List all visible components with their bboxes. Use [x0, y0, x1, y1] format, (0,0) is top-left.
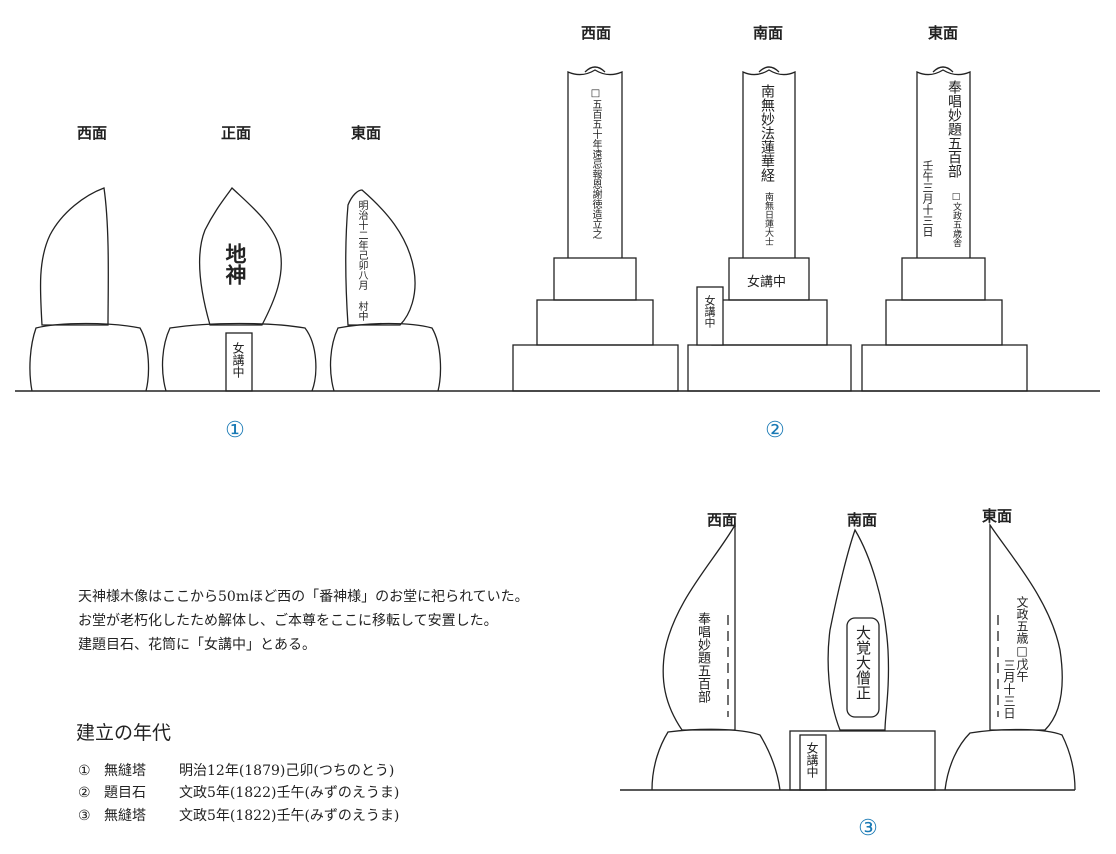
era-row-date: 文政5年(1822)壬午(みずのえうま) — [179, 808, 400, 824]
number-2: ② — [765, 418, 785, 443]
description-line-3: 建題目石、花筒に「女講中」とある。 — [78, 637, 316, 653]
g3-east-inscription-1: 文政五歳□戊午 — [1015, 596, 1029, 682]
g2-east-sub-inscription-2: 壬午三月十三日 — [921, 160, 934, 237]
era-row-type: 題目石 — [104, 785, 146, 801]
g2-south-monument — [687, 66, 852, 392]
g1-front-box — [225, 332, 253, 392]
g3-west-base — [651, 728, 781, 791]
g2-south-main-inscription: 南無妙法蓮華経 — [759, 84, 775, 182]
g3-east-stone — [989, 522, 1063, 731]
g2-south-box-text: 女講中 — [703, 295, 716, 328]
g1-front-box-text: 女講中 — [231, 342, 245, 378]
g1-label-east: 東面 — [350, 124, 382, 142]
era-row-date: 明治12年(1879)己卯(つちのとう) — [179, 763, 395, 779]
g3-label-west: 西面 — [706, 511, 738, 529]
era-row: ① 無縫塔 明治12年(1879)己卯(つちのとう) — [78, 760, 394, 780]
g2-south-base-text: 女講中 — [747, 275, 787, 290]
era-row: ② 題目石 文政5年(1822)壬午(みずのえうま) — [78, 782, 399, 802]
g2-east-sub-inscription-1: □文政五歳舎 — [951, 192, 961, 247]
g2-east-main-inscription: 奉唱妙題五百部 — [946, 80, 962, 178]
g1-label-front: 正面 — [220, 124, 252, 142]
era-row-date: 文政5年(1822)壬午(みずのえうま) — [179, 785, 400, 801]
era-row: ③ 無縫塔 文政5年(1822)壬午(みずのえうま) — [78, 805, 399, 825]
g1-east-stone — [345, 189, 416, 326]
g2-east-monument — [861, 66, 1028, 392]
g3-south-inner — [846, 617, 880, 718]
g3-label-east: 東面 — [981, 507, 1013, 525]
g2-south-sub-inscription: 南無日蓮大士 — [763, 192, 773, 246]
g3-south-base — [789, 730, 936, 791]
g3-label-south: 南面 — [846, 511, 878, 529]
g1-front-inscription: 地神 — [223, 243, 248, 285]
g1-west-stone — [39, 187, 109, 326]
g1-east-base — [329, 322, 442, 392]
g3-south-box-text: 女講中 — [805, 742, 819, 778]
number-1: ① — [225, 418, 245, 443]
g3-east-base — [944, 728, 1076, 791]
era-row-type: 無縫塔 — [104, 763, 146, 779]
g3-south-stone — [827, 528, 890, 731]
g3-west-stone — [662, 522, 736, 731]
g2-label-south: 南面 — [752, 24, 784, 42]
number-3: ③ — [858, 816, 878, 841]
g2-west-monument — [512, 66, 679, 392]
era-row-type: 無縫塔 — [104, 808, 146, 824]
description-line-2: お堂が老朽化したため解体し、ご本尊をここに移転して安置した。 — [78, 613, 498, 629]
era-heading: 建立の年代 — [76, 722, 172, 744]
g2-label-east: 東面 — [927, 24, 959, 42]
description-line-1: 天神様木像はここから50mほど西の「番神様」のお堂に祀られていた。 — [78, 589, 529, 605]
g1-front-stone — [198, 187, 282, 326]
g3-east-inscription-2: 三月十三日 — [1002, 659, 1016, 719]
era-row-num: ③ — [78, 808, 91, 824]
g1-front-base — [161, 322, 317, 392]
g3-west-inscription: 奉唱妙題五百部 — [695, 612, 710, 703]
g2-west-inscription: □五百五十年遠忌報恩謝徳造立之 — [590, 88, 601, 239]
era-row-num: ① — [78, 763, 91, 779]
g1-east-inscription: 明治十二年己卯八月 村中 — [356, 200, 367, 321]
g1-label-west: 西面 — [76, 124, 108, 142]
g2-label-west: 西面 — [580, 24, 612, 42]
g1-west-base — [29, 322, 150, 392]
era-row-num: ② — [78, 785, 91, 801]
g3-south-box — [799, 734, 827, 791]
g3-south-inscription: 大覚大僧正 — [854, 625, 872, 700]
